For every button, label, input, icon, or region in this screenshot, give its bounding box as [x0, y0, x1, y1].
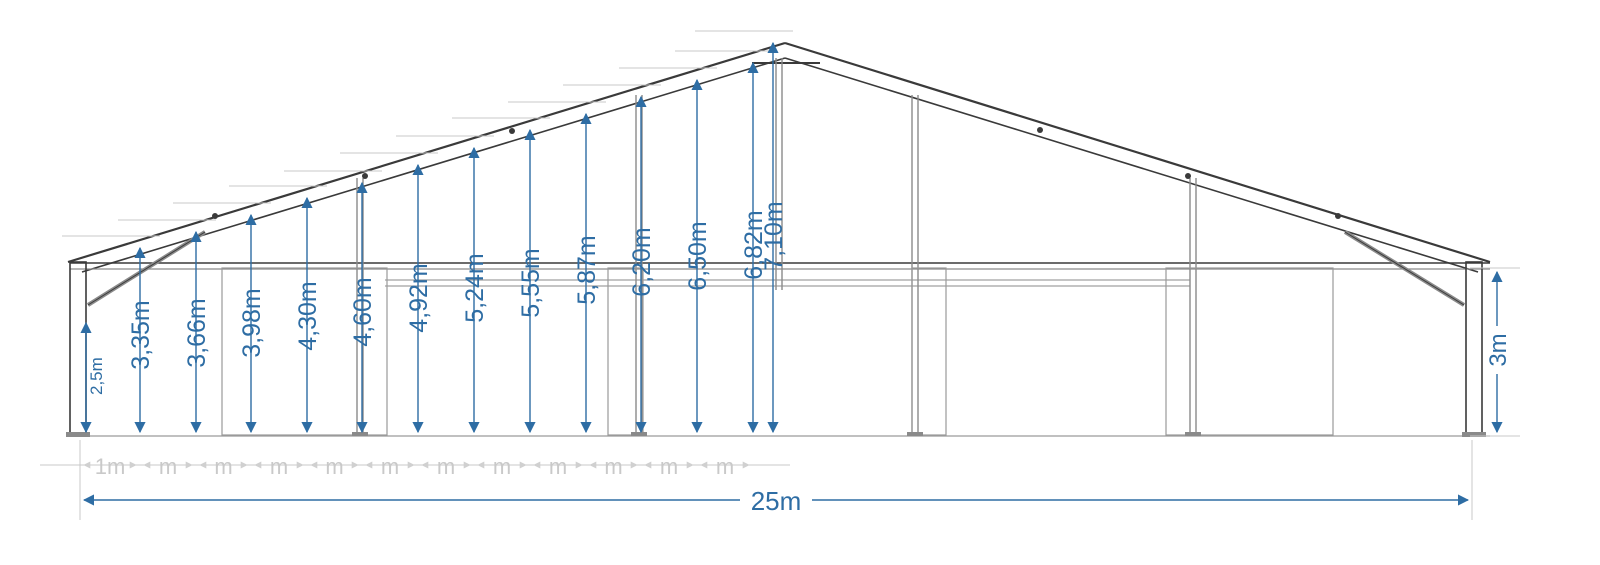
height-dimensions: 3,35m 3,66m 3,98m 4,30m 4,60m 4,92m 5,24m 5,55m…: [62, 30, 793, 434]
right-rafter-bottom: [784, 57, 1479, 273]
width-dimension: 25m: [79, 440, 1473, 520]
spacing-label: m: [493, 454, 511, 479]
height-label: 5,24m: [461, 253, 489, 322]
eave-height-label: 2,5m: [87, 357, 106, 395]
side-height-dimension: 3m: [1470, 267, 1520, 437]
spacing-label: m: [159, 454, 177, 479]
height-label: 6,50m: [684, 221, 712, 290]
width-label: 25m: [751, 486, 802, 516]
height-label: 4,60m: [349, 277, 377, 346]
spacing-label: 1m: [95, 454, 126, 479]
left-side-post: [69, 261, 87, 436]
height-label: 6,20m: [628, 227, 656, 296]
side-height-label: 3m: [1485, 333, 1512, 366]
spacing-label: m: [549, 454, 567, 479]
height-label: 7,10m: [760, 201, 788, 270]
height-label: 6,82m: [740, 210, 768, 279]
right-rafter-top: [784, 41, 1491, 264]
spacing-label: m: [660, 454, 678, 479]
eave-height-dimension: 2,5m: [80, 321, 106, 434]
left-rafter-bottom: [81, 57, 786, 273]
spacing-label: m: [604, 454, 622, 479]
height-label: 5,55m: [517, 248, 545, 317]
height-label: 5,87m: [573, 235, 601, 304]
spacing-label: m: [381, 454, 399, 479]
height-label: 4,30m: [294, 281, 322, 350]
spacing-label: m: [214, 454, 232, 479]
height-label: 3,66m: [183, 298, 211, 367]
spacing-label: m: [325, 454, 343, 479]
height-label: 3,35m: [127, 300, 155, 369]
height-label: 4,92m: [405, 263, 433, 332]
height-label: 3,98m: [238, 288, 266, 357]
spacing-label: m: [270, 454, 288, 479]
spacing-label: m: [437, 454, 455, 479]
spacing-label: m: [716, 454, 734, 479]
spacing-dimension-row: 1m m m m m m m m m m m m: [40, 454, 790, 479]
right-side-post: [1465, 261, 1483, 436]
